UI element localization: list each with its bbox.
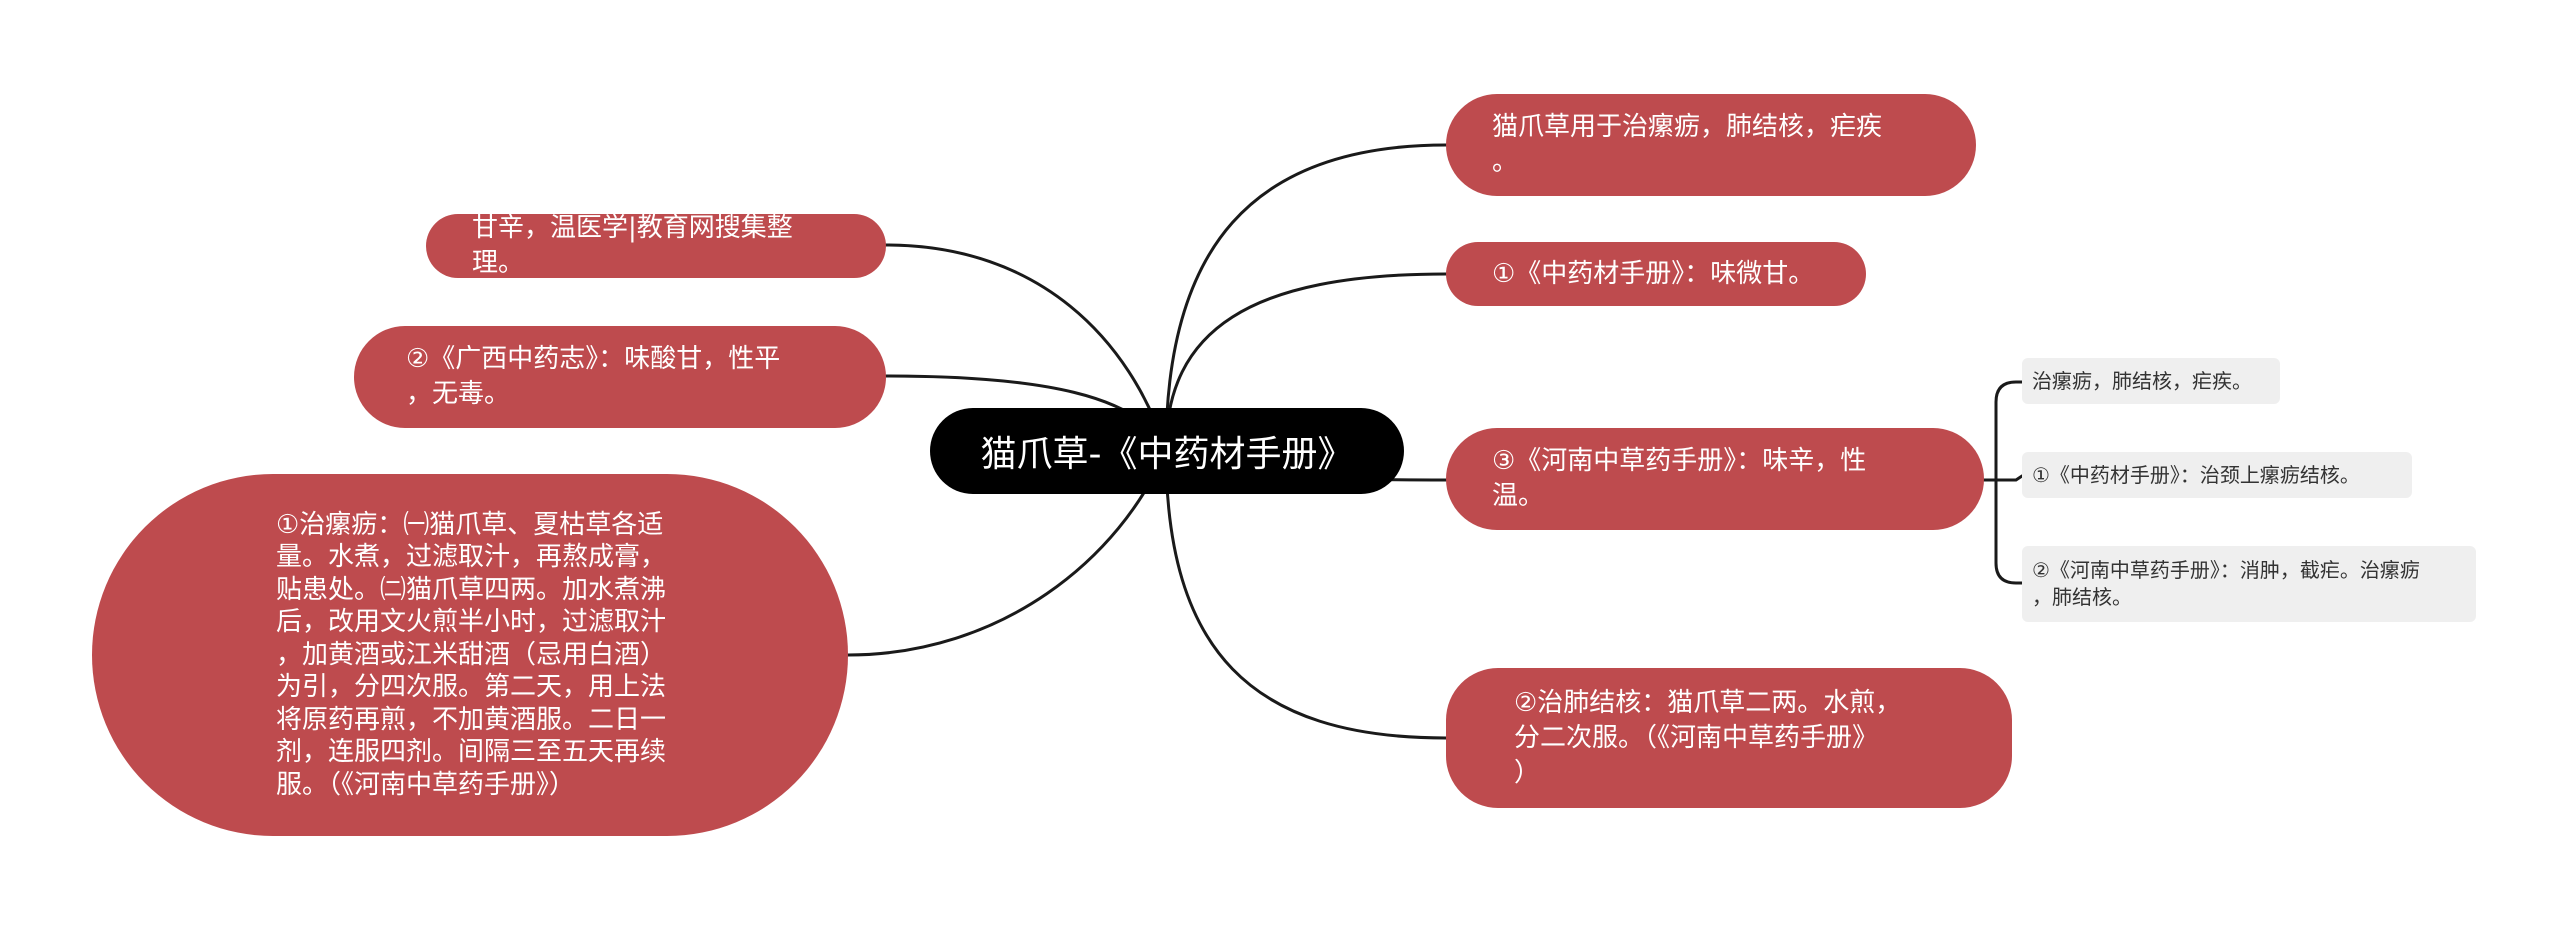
link-right-2: [1164, 272, 1448, 452]
leaf-indications-label: 治瘰疬，肺结核，疟疾。: [2032, 368, 2252, 393]
topic-henan-taste-label: ③《河南中草药手册》：味辛，性 温。: [1492, 446, 1867, 511]
topic-henan-taste[interactable]: ③《河南中草药手册》：味辛，性 温。: [1446, 428, 1984, 530]
topic-tuberculosis-treatment[interactable]: ②治肺结核：猫爪草二两。水煎， 分二次服。（《河南中草药手册》 ）: [1446, 668, 2012, 808]
topic-tuberculosis-treatment-label: ②治肺结核：猫爪草二两。水煎， 分二次服。（《河南中草药手册》 ）: [1514, 687, 1902, 788]
topic-guangxi-record[interactable]: ②《广西中药志》：味酸甘，性平 ，无毒。: [354, 326, 886, 428]
topic-nature-taste[interactable]: 甘辛，温医学|教育网搜集整理。: [426, 213, 886, 278]
leaf-henan-effects-label: ②《河南中草药手册》：消肿，截疟。治瘰疬 ，肺结核。: [2032, 558, 2420, 609]
topic-scrofula-treatment-label: ①治瘰疬：㈠猫爪草、夏枯草各适 量。水煮，过滤取汁，再熬成膏， 贴患处。㈡猫爪草…: [276, 509, 667, 800]
link-leaf-3: [1994, 478, 2024, 585]
link-leaf-1: [1994, 380, 2024, 482]
topic-scrofula-treatment[interactable]: ①治瘰疬：㈠猫爪草、夏枯草各适 量。水煮，过滤取汁，再熬成膏， 贴患处。㈡猫爪草…: [92, 474, 848, 836]
topic-nature-taste-label: 甘辛，温医学|教育网搜集整理。: [472, 213, 793, 278]
link-right-1: [1164, 143, 1448, 452]
root-node-label: 猫爪草-《中药材手册》: [980, 434, 1354, 475]
link-leaf-2: [1994, 474, 2024, 482]
leaf-manual-indication[interactable]: ①《中药材手册》：治颈上瘰疬结核。: [2022, 452, 2412, 498]
topic-guangxi-record-label: ②《广西中药志》：味酸甘，性平 ，无毒。: [406, 344, 781, 409]
link-right-4: [1164, 448, 1448, 740]
root-node[interactable]: 猫爪草-《中药材手册》: [930, 408, 1404, 494]
link-left-1: [884, 243, 1168, 452]
topic-taste-manual-label: ①《中药材手册》：味微甘。: [1492, 258, 1815, 289]
topic-usage-label: 猫爪草用于治瘰疬，肺结核，疟疾 。: [1492, 112, 1883, 177]
topic-usage[interactable]: 猫爪草用于治瘰疬，肺结核，疟疾 。: [1446, 94, 1976, 196]
leaf-indications[interactable]: 治瘰疬，肺结核，疟疾。: [2022, 358, 2280, 404]
leaf-henan-effects[interactable]: ②《河南中草药手册》：消肿，截疟。治瘰疬 ，肺结核。: [2022, 546, 2476, 622]
topic-taste-manual[interactable]: ①《中药材手册》：味微甘。: [1446, 242, 1866, 306]
leaf-manual-indication-label: ①《中药材手册》：治颈上瘰疬结核。: [2032, 462, 2360, 487]
